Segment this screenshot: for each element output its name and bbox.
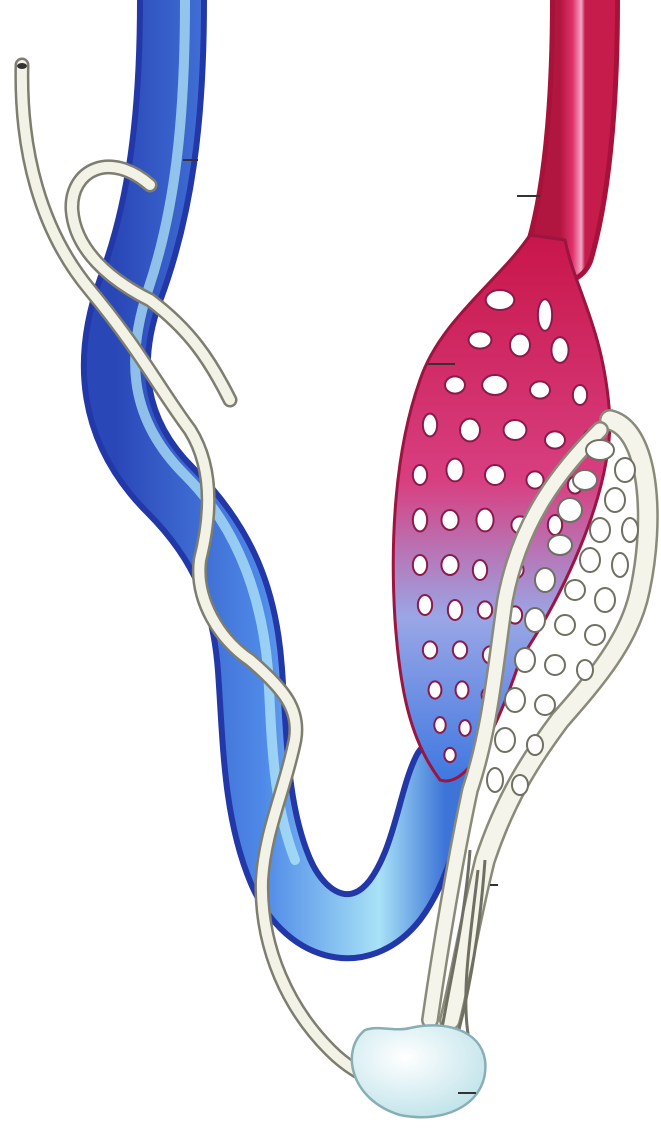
capillary-hole: [473, 560, 487, 580]
capillary-hole: [413, 509, 427, 532]
capillary-hole: [423, 641, 437, 658]
lymph-capillary-cell: [615, 458, 635, 482]
lymph-capillary-cell: [586, 440, 614, 460]
capillary-hole: [444, 748, 455, 762]
lymph-capillary-cell: [558, 498, 582, 522]
capillary-hole: [445, 376, 465, 393]
lymph-capillary-cell: [495, 728, 515, 752]
artery: [560, 0, 585, 250]
capillary-hole: [526, 471, 543, 488]
lymph-capillary-cell: [525, 608, 545, 632]
capillary-hole: [448, 600, 462, 620]
lymph-capillary-cell: [512, 775, 528, 795]
capillary-hole: [413, 465, 427, 485]
capillary-hole: [482, 375, 508, 395]
lymph-capillary-cell: [590, 518, 610, 542]
capillary-hole: [545, 431, 565, 448]
lymph-capillary-cell: [585, 625, 605, 645]
lymph-capillary-cell: [545, 655, 565, 675]
capillary-hole: [429, 681, 442, 698]
capillary-hole: [530, 381, 550, 398]
lymph-capillary-cell: [527, 735, 543, 755]
capillary-hole: [476, 509, 493, 532]
lymph-capillary-cell: [515, 648, 535, 672]
capillary-hole: [441, 555, 458, 575]
lymph-capillary-cell: [555, 615, 575, 635]
lymph-capillary-cell: [595, 588, 615, 612]
capillary-hole: [413, 555, 427, 575]
capillary-hole: [551, 337, 568, 363]
lymph-node: [352, 1025, 486, 1117]
capillary-hole: [469, 331, 492, 348]
capillary-hole: [510, 334, 530, 357]
capillary-hole: [478, 601, 492, 618]
capillary-hole: [423, 414, 437, 437]
lymph-capillary-cell: [565, 580, 585, 600]
capillary-hole: [485, 465, 505, 485]
lymph-capillary-cell: [505, 688, 525, 712]
lymph-capillary-cell: [548, 535, 572, 555]
capillary-hole: [446, 459, 463, 482]
capillary-hole: [418, 595, 432, 615]
lymph-capillary-cell: [573, 470, 597, 490]
lymph-capillary-cell: [612, 553, 628, 577]
capillary-hole: [453, 641, 467, 658]
lymph-capillary-cell: [535, 568, 555, 592]
capillary-hole: [460, 419, 480, 442]
lymph-capillary-cell: [622, 518, 638, 542]
capillary-hole: [486, 290, 515, 310]
capillary-hole: [459, 720, 470, 736]
lymph-capillary-cell: [535, 695, 555, 715]
capillary-hole: [504, 420, 527, 440]
capillary-hole: [441, 510, 458, 530]
lymph-capillary-cell: [580, 548, 600, 572]
capillary-hole: [456, 681, 469, 698]
lymph-capillary-cell: [577, 660, 593, 680]
lymph-capillary-cell: [605, 488, 625, 512]
lymph-capillary-cell: [487, 768, 503, 792]
capillary-hole: [434, 717, 445, 733]
capillary-hole: [573, 385, 587, 405]
capillary-hole: [538, 299, 552, 330]
